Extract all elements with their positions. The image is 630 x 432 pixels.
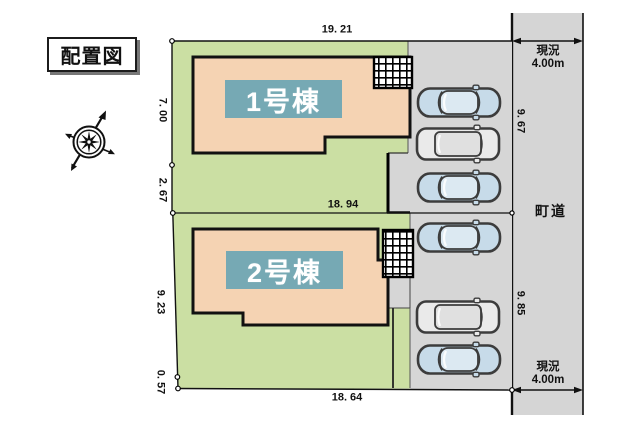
compass-icon [65, 110, 115, 171]
plan-title-box: 配置図 [47, 37, 137, 72]
building2-label: 2号棟 [226, 251, 343, 289]
dim-lot1-bottom: 18. 94 [327, 198, 359, 211]
car-lot1-1 [416, 83, 502, 122]
car-lot2-1 [416, 218, 502, 257]
dim-lot1-left-lower: 2. 67 [156, 177, 169, 203]
road-status-top-line2: 4.00m [531, 58, 565, 70]
dim-lot2-left-upper: 9. 23 [154, 289, 167, 315]
road-status-bottom: 現況 4.00m [532, 361, 565, 387]
car-lot2-2 [415, 296, 501, 338]
car-lot1-3 [416, 168, 502, 207]
car-lot1-2 [415, 123, 501, 165]
building1-porch-hatch [372, 55, 414, 90]
car-lot2-3 [416, 340, 502, 379]
plan-title: 配置図 [60, 46, 124, 68]
dim-road-frontage-lower: 9. 85 [514, 290, 527, 316]
road-width-arrows [512, 37, 583, 394]
dim-road-frontage-upper: 9. 67 [514, 108, 527, 134]
survey-nodes [169, 38, 515, 393]
dim-lot2-bottom: 18. 64 [331, 391, 363, 404]
parked-cars [415, 83, 502, 379]
dim-lot1-left-upper: 7. 00 [156, 97, 169, 123]
building1-label: 1号棟 [225, 80, 342, 118]
road-name-label: 町道 [535, 203, 567, 219]
road-status-bottom-line1: 現況 [536, 361, 560, 373]
road-status-bottom-line2: 4.00m [531, 374, 565, 386]
dim-lot1-top: 19. 21 [321, 23, 353, 36]
boundary-lines [171, 40, 513, 391]
building2-porch-hatch [381, 228, 415, 279]
road-status-top: 現況 4.00m [532, 45, 565, 71]
road-area [510, 13, 584, 415]
road-status-top-line1: 現況 [536, 45, 560, 57]
dim-lot2-left-lower: 0. 57 [154, 369, 167, 395]
